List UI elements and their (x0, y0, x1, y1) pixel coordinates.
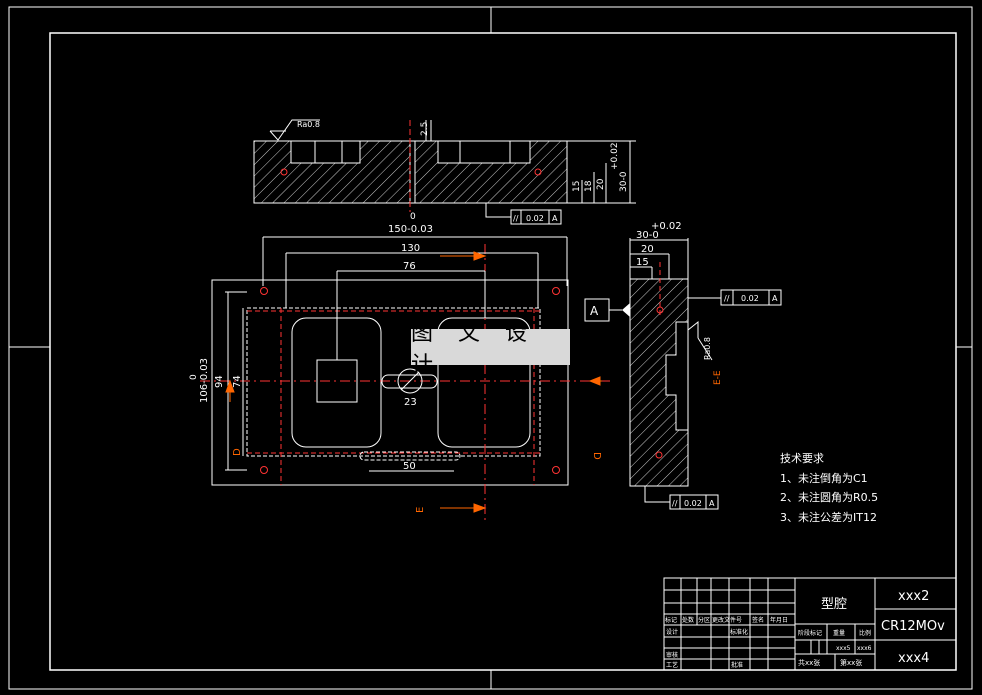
tech-req-item: 1、未注倒角为C1 (780, 471, 868, 485)
main-dim-94: 94 (214, 375, 225, 388)
tech-req-item: 2、未注圆角为R0.5 (780, 490, 878, 504)
tech-requirements: 技术要求 1、未注倒角为C1 2、未注圆角为R0.5 3、未注公差为IT12 (780, 452, 878, 524)
drawing-number: xxx2 (898, 589, 929, 604)
watermark: 图 文 设 计 (411, 321, 570, 378)
col-header: 更改文件号 (712, 616, 742, 624)
col-header: 签名 (752, 616, 764, 624)
col-header: 分区 (698, 616, 710, 624)
side-roughness: Ra0.8 (703, 337, 712, 360)
main-dim-50: 50 (403, 461, 416, 472)
main-section-d-right: D (591, 452, 602, 460)
side-dim-tol: +0.02 (651, 221, 682, 232)
row-review: 审核 (666, 651, 678, 659)
main-section-e: E (415, 507, 426, 513)
main-dim-height-tol: 0 (189, 374, 199, 380)
top-dim-18: 18 (584, 180, 594, 192)
side-dim-15: 15 (636, 257, 649, 268)
main-plan-view: 0 150-0.03 130 76 0 106-0.03 94 74 23 50 (189, 212, 610, 520)
sheets-total: 共xx张 (798, 658, 820, 667)
side-section-view: +0.02 30-0 20 15 A // 0.02 A Ra0.8 E-E /… (584, 221, 782, 510)
main-dim-23: 23 (404, 397, 417, 408)
col-header: 标记 (665, 616, 677, 624)
top-roughness: Ra0.8 (297, 120, 320, 129)
col-header: 处数 (682, 616, 694, 624)
stage-mark: 阶段标记 (798, 629, 822, 637)
side-datum-ref: A (772, 294, 778, 303)
title-block (663, 577, 957, 671)
material: CR12MOv (881, 619, 945, 634)
weight-value: xxx5 (836, 645, 851, 652)
top-parallel-tol: 0.02 (526, 214, 544, 223)
row-approve: 批准 (731, 661, 743, 669)
top-dim-tol: +0.02 (610, 142, 620, 170)
side-datum-a: A (590, 304, 599, 318)
main-dim-width: 150-0.03 (388, 224, 433, 235)
main-dim-width-tol: 0 (410, 212, 416, 222)
side-section-label: E-E (713, 370, 723, 385)
top-section-view: Ra0.8 2.5 15 18 20 30-0 +0.02 // 0.02 A (253, 119, 636, 225)
company: xxx4 (898, 651, 929, 666)
main-dim-76: 76 (403, 261, 416, 272)
title-block-text: 型腔 xxx2 CR12MOv xxx4 标记 处数 分区 更改文件号 签名 年… (665, 589, 945, 669)
part-name: 型腔 (821, 597, 847, 612)
weight-label: 重量 (833, 629, 845, 637)
top-dim-2-5: 2.5 (420, 122, 430, 136)
scale-label: 比例 (859, 629, 871, 637)
tech-req-title: 技术要求 (780, 452, 824, 465)
top-datum-ref: A (552, 214, 558, 223)
scale-value: xxx6 (857, 645, 872, 652)
tech-req-item: 3、未注公差为IT12 (780, 510, 877, 524)
side-bottom-tol: 0.02 (684, 499, 702, 508)
side-parallel-tol: 0.02 (741, 294, 759, 303)
svg-text://: // (513, 214, 519, 223)
main-dim-height: 106-0.03 (199, 358, 210, 403)
row-design: 设计 (666, 628, 678, 636)
side-dim-20: 20 (641, 244, 654, 255)
top-dim-20: 20 (596, 178, 606, 190)
sheet-number: 第xx张 (840, 658, 862, 667)
row-process: 工艺 (666, 661, 678, 669)
top-dim-30: 30-0 (619, 171, 629, 192)
main-dim-74: 74 (232, 375, 243, 388)
svg-text://: // (672, 499, 678, 508)
top-dim-15: 15 (572, 181, 582, 192)
main-section-d-left: D (232, 448, 243, 456)
row-standard: 标准化 (730, 628, 748, 636)
col-header: 年月日 (770, 616, 788, 624)
main-dim-130: 130 (401, 243, 420, 254)
svg-text://: // (724, 294, 730, 303)
side-bottom-ref: A (709, 499, 715, 508)
side-dim-30: 30-0 (636, 230, 659, 241)
sheet-border (8, 6, 973, 690)
